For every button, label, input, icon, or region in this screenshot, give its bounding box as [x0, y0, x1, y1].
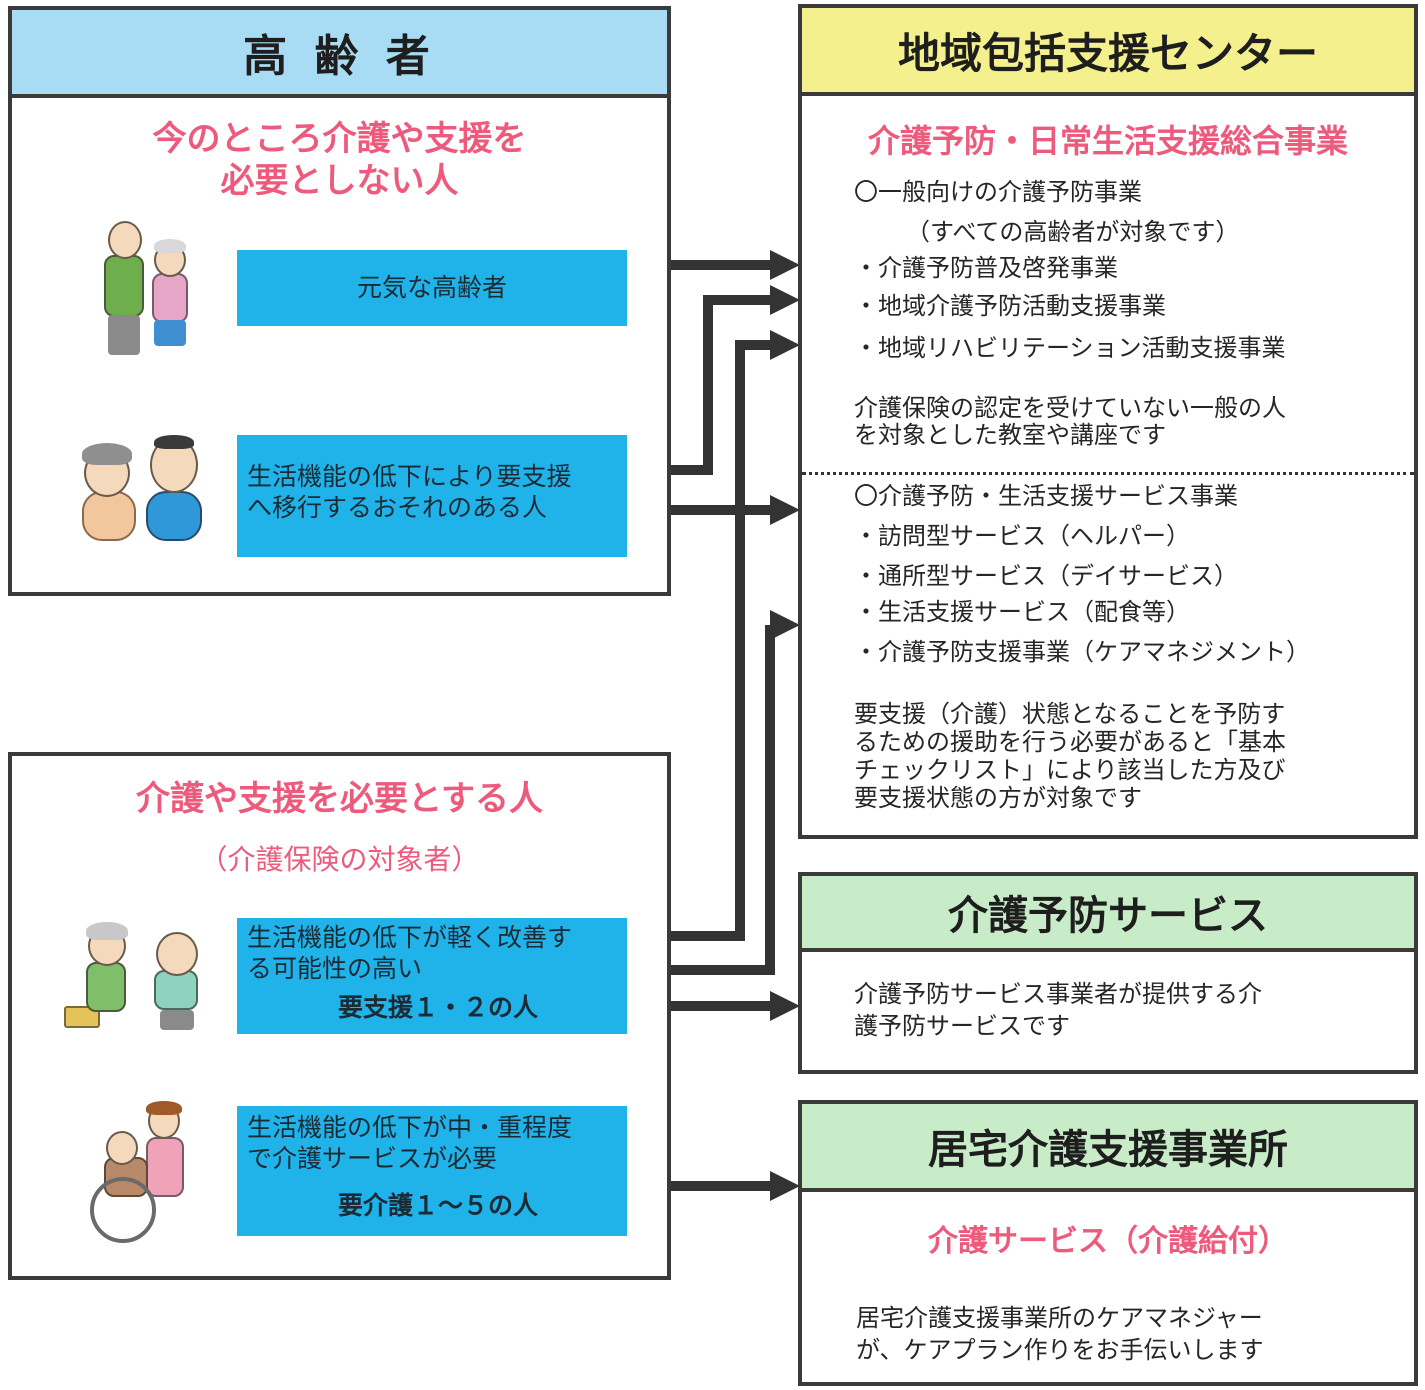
support-level-line1: 生活機能の低下が軽く改善す: [247, 923, 573, 952]
care-benefit-text: 介護サービス（介護給付）: [928, 1224, 1288, 1259]
list-item: ・通所型サービス（デイサービス）: [854, 562, 1238, 590]
insurance-target-text: （介護保険の対象者）: [199, 843, 480, 876]
list-item: ・地域リハビリテーション活動支援事業: [854, 334, 1286, 362]
wheelchair-caregiver-icon: [80, 1101, 210, 1246]
arrowhead: [770, 285, 800, 315]
home-care-header-label: 居宅介護支援事業所: [928, 1127, 1288, 1173]
list-item: ・生活支援サービス（配食等）: [854, 598, 1190, 626]
arrowhead: [770, 991, 800, 1021]
support-level-panel: 生活機能の低下が軽く改善す る可能性の高い 要支援１・２の人: [237, 918, 627, 1034]
life-support-note-line3: チェックリスト」により該当した方及び: [854, 756, 1286, 784]
home-care-text-line2: が、ケアプラン作りをお手伝いします: [856, 1336, 1264, 1364]
life-support-note-line2: るための援助を行う必要があると「基本: [854, 728, 1286, 756]
care-needed-box: 介護や支援を必要とする人 （介護保険の対象者） 生活機能の低下が軽く改善す る可…: [8, 752, 671, 1280]
center-header: 地域包括支援センター: [802, 8, 1414, 96]
at-risk-line2: へ移行するおそれのある人: [247, 493, 548, 522]
insurance-target-subtitle: （介護保険の対象者）: [12, 838, 667, 878]
list-item: ・介護予防支援事業（ケアマネジメント）: [854, 638, 1310, 666]
prevention-service-box: 介護予防サービス 介護予防サービス事業者が提供する介 護予防サービスです: [798, 872, 1418, 1074]
support-level-label: 要支援１・２の人: [337, 993, 538, 1022]
center-header-label: 地域包括支援センター: [897, 28, 1318, 78]
care-level-label: 要介護１～５の人: [337, 1191, 538, 1220]
prevention-service-header-label: 介護予防サービス: [948, 893, 1268, 939]
care-level-line2: で介護サービスが必要: [247, 1144, 498, 1173]
healthy-elderly-label: 元気な高齢者: [356, 273, 507, 302]
general-prevention-heading: 〇一般向けの介護予防事業: [854, 178, 1142, 206]
arrowhead: [770, 610, 800, 640]
home-care-text-line1: 居宅介護支援事業所のケアマネジャー: [856, 1304, 1263, 1332]
life-support-note-line4: 要支援状態の方が対象です: [854, 784, 1142, 812]
at-risk-line1: 生活機能の低下により要支援: [247, 462, 572, 491]
general-prevention-note-line2: を対象とした教室や講座です: [854, 421, 1166, 449]
care-level-line1: 生活機能の低下が中・重程度: [247, 1113, 573, 1142]
prevention-service-header: 介護予防サービス: [802, 876, 1414, 952]
healthy-elderly-box: 高 齢 者 今のところ介護や支援を 必要としない人 元気な高齢者 生活機能の低下…: [8, 6, 671, 596]
elderly-couple-icon: [90, 215, 200, 360]
elderly-walker-icon: [64, 918, 214, 1036]
comprehensive-program-text: 介護予防・日常生活支援総合事業: [867, 122, 1348, 160]
list-item: ・地域介護予防活動支援事業: [854, 292, 1166, 320]
list-item: ・介護予防普及啓発事業: [854, 254, 1118, 282]
support-level-line2: る可能性の高い: [247, 954, 423, 983]
prevention-service-text-line2: 護予防サービスです: [854, 1012, 1070, 1040]
community-support-center-box: 地域包括支援センター 介護予防・日常生活支援総合事業 〇一般向けの介護予防事業 …: [798, 4, 1418, 839]
arrowhead: [770, 250, 800, 280]
life-support-heading: 〇介護予防・生活支援サービス事業: [854, 482, 1238, 510]
care-needed-title: 介護や支援を必要とする人: [12, 778, 667, 820]
arrowhead: [770, 330, 800, 360]
general-prevention-target: （すべての高齢者が対象です）: [906, 218, 1240, 246]
arrow-support-to-center-lower: [671, 625, 775, 975]
worried-elderly-icon: [76, 435, 206, 550]
at-risk-elderly-panel: 生活機能の低下により要支援 へ移行するおそれのある人: [237, 435, 627, 557]
general-prevention-note-line1: 介護保険の認定を受けていない一般の人: [854, 394, 1286, 422]
elderly-header-label: 高 齢 者: [243, 31, 436, 82]
home-care-header: 居宅介護支援事業所: [802, 1104, 1414, 1192]
elderly-header: 高 齢 者: [12, 10, 667, 98]
care-benefit-title: 介護サービス（介護給付）: [802, 1216, 1414, 1260]
comprehensive-program-title: 介護予防・日常生活支援総合事業: [802, 116, 1414, 162]
no-care-needed-line1: 今のところ介護や支援を: [152, 119, 527, 159]
home-care-support-office-box: 居宅介護支援事業所 介護サービス（介護給付） 居宅介護支援事業所のケアマネジャー…: [798, 1100, 1418, 1386]
arrowhead: [770, 1171, 800, 1201]
section-divider: [802, 472, 1414, 475]
arrow-support-to-center-upper: [671, 340, 770, 941]
no-care-needed-title: 今のところ介護や支援を 必要としない人: [12, 118, 667, 202]
prevention-service-text-line1: 介護予防サービス事業者が提供する介: [854, 980, 1262, 1008]
care-needed-title-text: 介護や支援を必要とする人: [136, 779, 543, 819]
no-care-needed-line2: 必要としない人: [220, 161, 459, 201]
arrow-atrisk-to-center-upper: [671, 295, 770, 475]
list-item: ・訪問型サービス（ヘルパー）: [854, 522, 1190, 550]
healthy-elderly-panel: 元気な高齢者: [237, 250, 627, 326]
care-level-panel: 生活機能の低下が中・重程度 で介護サービスが必要 要介護１～５の人: [237, 1106, 627, 1236]
life-support-note-line1: 要支援（介護）状態となることを予防す: [854, 700, 1286, 728]
arrowhead: [770, 495, 800, 525]
